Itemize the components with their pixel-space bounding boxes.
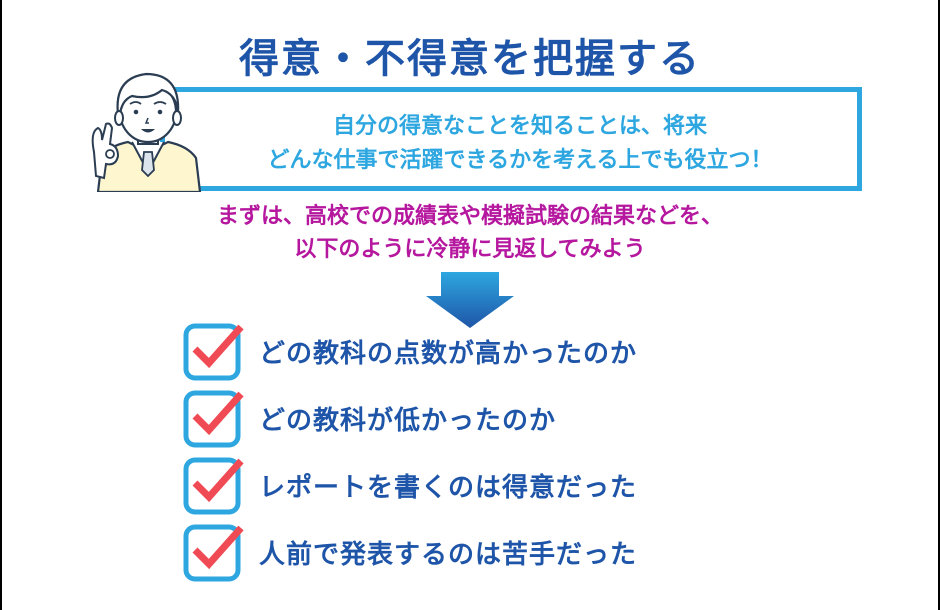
checklist-item-label: レポートを書くのは得意だった	[259, 472, 638, 503]
instruction-text: まずは、高校での成績表や模擬試験の結果などを、 以下のように冷静に見返してみよう	[0, 200, 940, 266]
checklist-item: レポートを書くのは得意だった	[183, 456, 783, 515]
info-box	[160, 87, 862, 191]
checklist-item-label: どの教科が低かったのか	[259, 405, 557, 436]
frame-right-border	[938, 0, 940, 610]
checklist-item: 人前で発表するのは苦手だった	[183, 523, 783, 582]
checkbox-checked-icon	[183, 457, 244, 515]
checkbox-checked-icon	[183, 390, 244, 448]
checklist-item-label: 人前で発表するのは苦手だった	[259, 539, 638, 570]
instruction-line-1: まずは、高校での成績表や模擬試験の結果などを、	[216, 204, 723, 229]
checkbox-checked-icon	[183, 323, 244, 381]
frame-left-border	[0, 0, 2, 610]
checklist-item: どの教科が低かったのか	[183, 389, 783, 448]
checklist-item-label: どの教科の点数が高かったのか	[259, 338, 638, 369]
info-line-2: どんな仕事で活躍できるかを考える上でも役立つ！	[267, 148, 773, 173]
info-text: 自分の得意なことを知ることは、将来 どんな仕事で活躍できるかを考える上でも役立つ…	[200, 110, 840, 178]
checklist: どの教科の点数が高かったのか どの教科が低かったのか レポートを書くのは得意だっ…	[183, 322, 783, 590]
down-arrow-icon	[426, 272, 514, 328]
student-illustration-icon	[91, 72, 202, 192]
instruction-line-2: 以下のように冷静に見返してみよう	[294, 237, 646, 262]
checklist-item: どの教科の点数が高かったのか	[183, 322, 783, 381]
page-title: 得意・不得意を把握する	[239, 36, 701, 82]
checkbox-checked-icon	[183, 524, 244, 582]
info-line-1: 自分の得意なことを知ることは、将来	[332, 114, 707, 139]
